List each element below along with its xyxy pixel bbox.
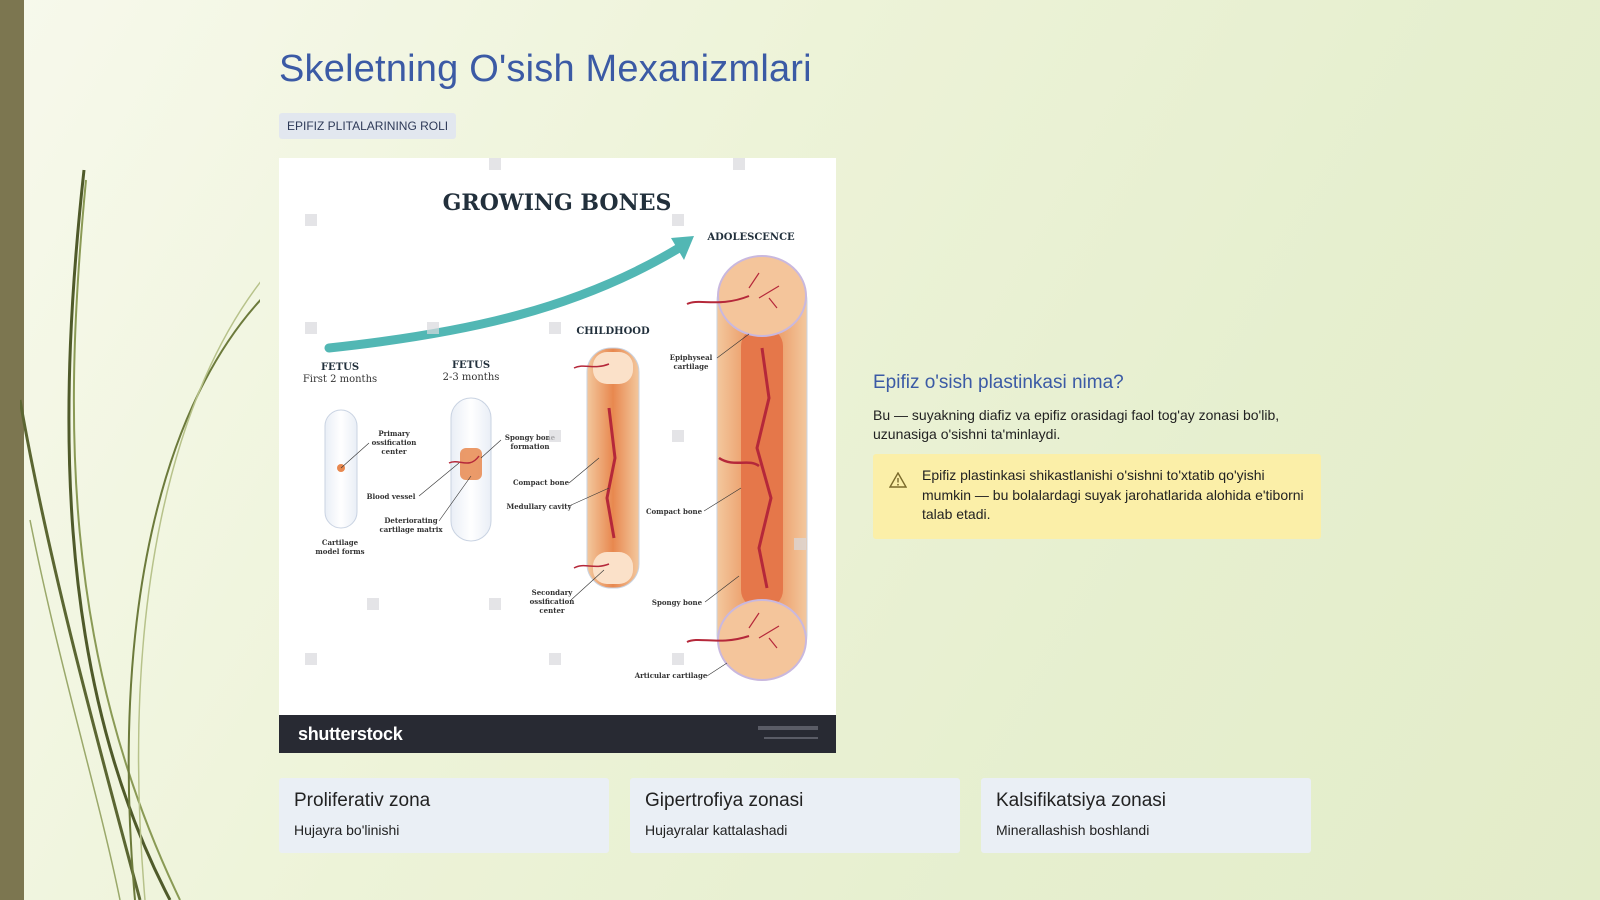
card-title: Gipertrofiya zonasi xyxy=(645,790,804,811)
warning-callout: Epifiz plastinkasi shikastlanishi o'sish… xyxy=(873,454,1321,539)
arrow-head-icon xyxy=(671,236,694,260)
left-accent-bar xyxy=(0,0,24,900)
zone-card-calcification: Kalsifikatsiya zonasi Minerallashish bos… xyxy=(981,778,1311,853)
warning-triangle-icon xyxy=(889,472,907,488)
label-medullary-cavity: Medullary cavity xyxy=(506,502,572,511)
label-articular-cartilage: Articular cartilage xyxy=(634,671,708,680)
page-title: Skeletning O'sish Mexanizmlari xyxy=(279,48,812,90)
zone-card-proliferative: Proliferativ zona Hujayra bo'linishi xyxy=(279,778,609,853)
warning-text: Epifiz plastinkasi shikastlanishi o'sish… xyxy=(922,467,1304,522)
shutterstock-watermark-bar: shutterstock xyxy=(279,715,836,753)
label-primary-3: center xyxy=(381,447,406,456)
label-secondary-3: center xyxy=(539,606,564,615)
label-spongy-formation-2: formation xyxy=(511,442,550,451)
label-deteriorating-1: Deteriorating xyxy=(384,516,437,525)
label-secondary-1: Secondary xyxy=(532,588,574,597)
label-deteriorating-2: cartilage matrix xyxy=(379,525,443,534)
watermark-id-line xyxy=(758,726,818,730)
card-subtitle: Hujayra bo'linishi xyxy=(294,822,400,838)
label-secondary-2: ossification xyxy=(530,597,575,606)
growing-bones-illustration: GROWING BONES FETUS First 2 months FETUS… xyxy=(279,158,836,753)
childhood-epiphysis-top xyxy=(593,352,633,384)
bone-diagram: GROWING BONES FETUS First 2 months FETUS… xyxy=(303,158,808,681)
label-spongy-formation-1: Spongy bone xyxy=(505,433,556,442)
zone-card-hypertrophy: Gipertrofiya zonasi Hujayralar kattalash… xyxy=(630,778,960,853)
shutterstock-logo: shutterstock xyxy=(298,724,403,744)
card-subtitle: Minerallashish boshlandi xyxy=(996,822,1150,838)
stage-adolescence: ADOLESCENCE xyxy=(706,232,795,243)
card-subtitle: Hujayralar kattalashadi xyxy=(645,822,788,838)
info-heading: Epifiz o'sish plastinkasi nima? xyxy=(873,372,1124,393)
section-tag: EPIFIZ PLITALARINING ROLI xyxy=(279,113,457,139)
watermark-pattern xyxy=(305,158,806,665)
label-cartilage-1: Cartilage xyxy=(322,538,359,547)
watermark-underline xyxy=(764,737,818,739)
stage-fetus-2: FETUS xyxy=(452,360,490,371)
label-epiphyseal-1: Epiphyseal xyxy=(670,353,713,362)
growth-arrow-icon xyxy=(324,243,684,353)
label-compact-bone-adol: Compact bone xyxy=(646,507,703,516)
label-cartilage-2: model forms xyxy=(315,547,364,556)
decorative-grass-strokes xyxy=(20,169,260,900)
info-description: Bu — suyakning diafiz va epifiz orasidag… xyxy=(873,407,1280,442)
childhood-epiphysis-bottom xyxy=(593,552,633,584)
label-primary-2: ossification xyxy=(372,438,417,447)
label-compact-bone-child: Compact bone xyxy=(513,478,570,487)
stage-fetus-1-sub: First 2 months xyxy=(303,374,377,385)
label-blood-vessel: Blood vessel xyxy=(367,492,416,501)
fetus-2-ossification xyxy=(460,448,482,480)
figure-heading: GROWING BONES xyxy=(443,190,672,216)
label-epiphyseal-2: cartilage xyxy=(674,362,709,371)
label-primary-1: Primary xyxy=(378,429,410,438)
card-title: Proliferativ zona xyxy=(294,790,431,811)
stage-fetus-1: FETUS xyxy=(321,362,359,373)
label-spongy-bone: Spongy bone xyxy=(652,598,703,607)
stage-childhood: CHILDHOOD xyxy=(576,326,650,337)
card-title: Kalsifikatsiya zonasi xyxy=(996,790,1167,811)
stage-fetus-2-sub: 2-3 months xyxy=(443,372,500,383)
